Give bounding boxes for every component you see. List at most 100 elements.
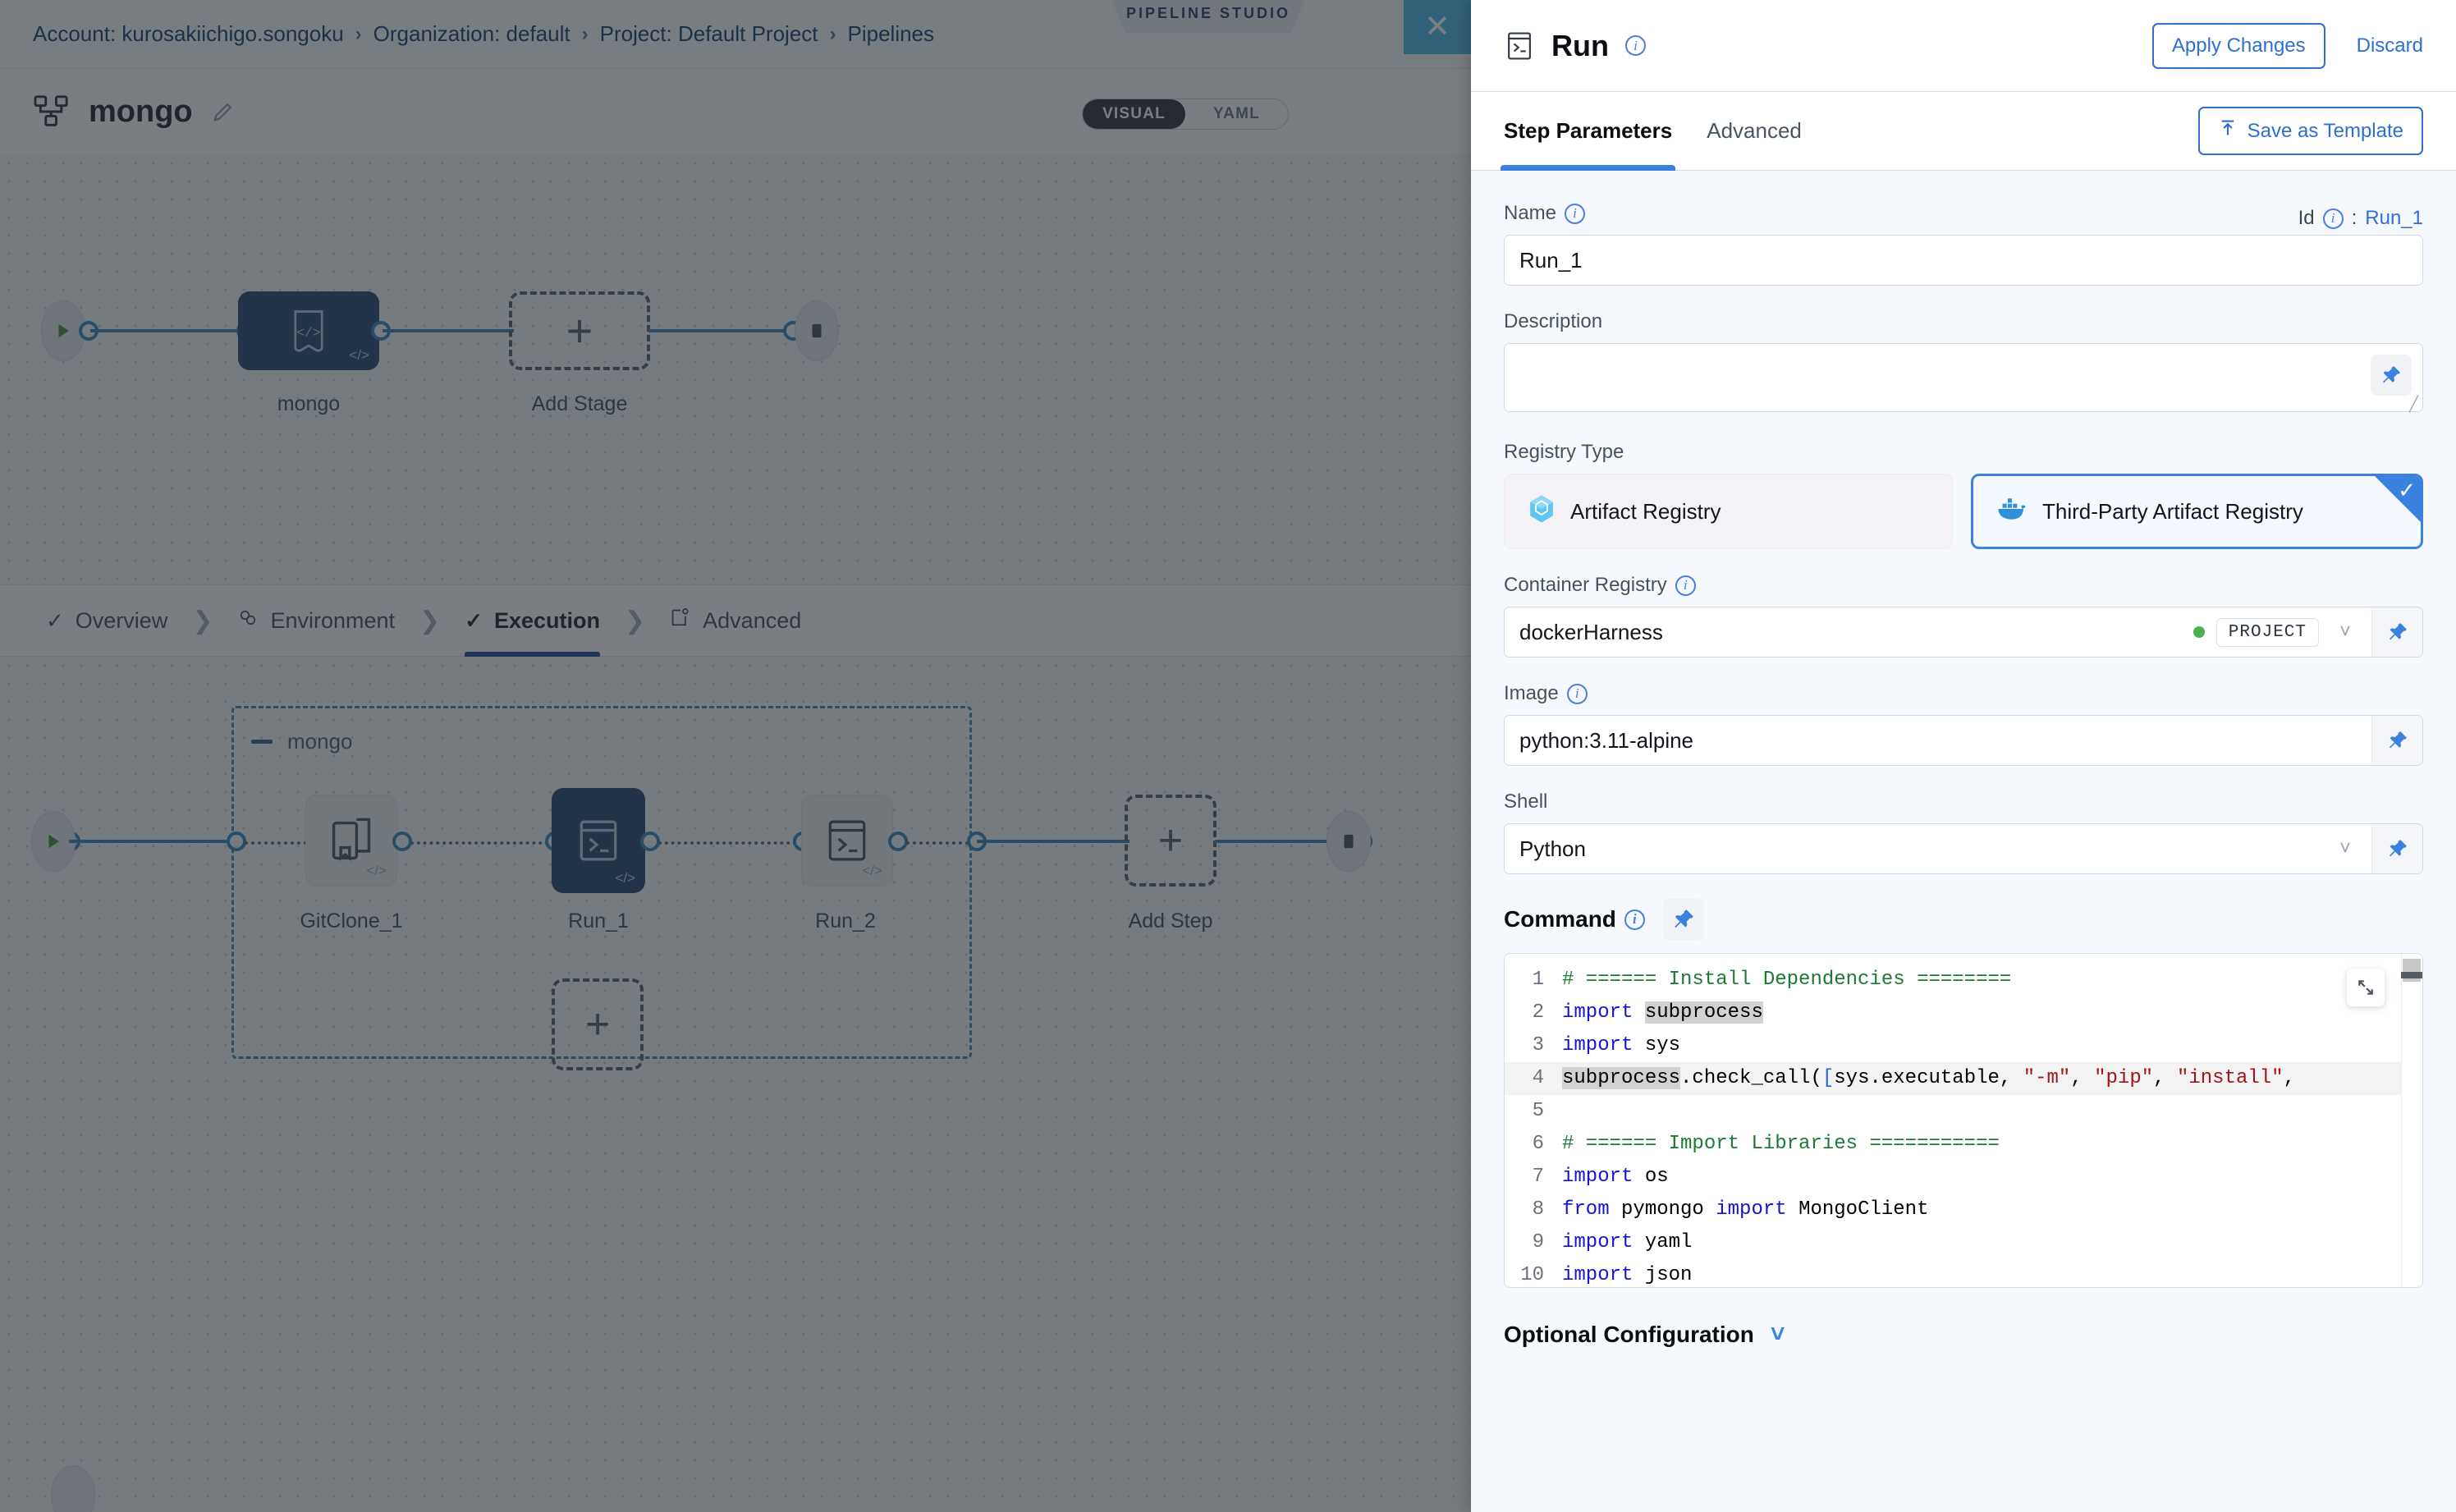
save-as-template-button[interactable]: Save as Template (2197, 107, 2423, 155)
chevron-down-icon[interactable]: ˅ (2339, 837, 2351, 859)
check-icon: ✓ (2398, 478, 2416, 502)
shell-pin-button[interactable] (2371, 824, 2422, 873)
pipeline-studio-badge-label: PIPELINE STUDIO (1125, 5, 1291, 22)
save-as-template-label: Save as Template (2247, 119, 2403, 142)
image-field: python:3.11-alpine (1504, 715, 2423, 766)
breadcrumb-project[interactable]: Project: Default Project (599, 21, 818, 46)
toggle-visual[interactable]: VISUAL (1083, 99, 1185, 129)
code-line-number: 4 (1532, 1067, 1544, 1089)
tab-environment[interactable]: Environment (237, 584, 395, 657)
add-parallel-step-button[interactable]: + (552, 978, 644, 1070)
breadcrumb-pipelines[interactable]: Pipelines (847, 21, 935, 46)
code-line-number: 6 (1532, 1133, 1544, 1155)
panel-tabs: Step Parameters Advanced Save as Templat… (1471, 92, 2456, 171)
container-registry-select[interactable]: dockerHarness PROJECT ˅ (1504, 607, 2423, 657)
toggle-yaml[interactable]: YAML (1213, 105, 1260, 122)
wire-group-to-add-step (977, 840, 1129, 843)
tab-execution[interactable]: ✓ Execution (465, 584, 600, 657)
wire-start-to-group (69, 840, 235, 843)
code-line: 5 (1505, 1095, 2422, 1128)
code-line-text: import yaml (1562, 1231, 1693, 1253)
step-canvas: mongo </> (0, 657, 1471, 1512)
step-node-gitclone-1[interactable]: </> (305, 795, 397, 887)
tab-advanced[interactable]: Advanced (1707, 118, 1802, 143)
close-studio-button[interactable]: ✕ (1404, 0, 1471, 54)
registry-option-third-party-artifact-registry-label: Third-Party Artifact Registry (2042, 498, 2303, 524)
name-label-group: Name i (1504, 202, 1586, 225)
add-step-label: Add Step (1128, 909, 1213, 932)
panel-body: Name i Id i : Run_1 Description (1471, 171, 2456, 1512)
id-label: Id (2298, 207, 2315, 229)
editor-scroll-marker (2401, 972, 2422, 978)
pipeline-studio-badge: PIPELINE STUDIO (1110, 0, 1307, 33)
info-icon[interactable]: i (1675, 575, 1696, 596)
chevron-down-icon[interactable]: ˅ (1770, 1321, 1785, 1348)
name-id-row: Name i Id i : Run_1 (1504, 202, 2423, 235)
container-registry-pin-button[interactable] (2371, 607, 2422, 657)
pipeline-icon (33, 95, 71, 128)
registry-option-artifact-registry[interactable]: Artifact Registry (1504, 474, 1953, 549)
docker-icon (1996, 495, 2028, 529)
code-line-text: # ====== Import Libraries =========== (1562, 1133, 2000, 1155)
registry-option-third-party-artifact-registry[interactable]: Third-Party Artifact Registry ✓ (1971, 474, 2423, 549)
shell-select[interactable]: Python ˅ (1504, 823, 2423, 874)
id-value: Run_1 (2365, 207, 2423, 229)
discard-button[interactable]: Discard (2356, 34, 2423, 57)
command-pin-button[interactable] (1662, 899, 1704, 940)
tab-advanced[interactable]: Advanced (670, 584, 801, 657)
description-pin-button[interactable] (2371, 355, 2412, 396)
code-line-text: # ====== Install Dependencies ======== (1562, 969, 2012, 991)
chevron-right-icon: › (581, 22, 589, 45)
command-label: Command (1504, 906, 1616, 932)
info-icon[interactable]: i (1624, 35, 1646, 56)
step-config-panel: Run i Apply Changes Discard Step Paramet… (1471, 0, 2456, 1512)
step-code-badge-icon: </> (366, 863, 387, 878)
step-node-run-2[interactable]: </> (801, 795, 893, 887)
tab-step-parameters[interactable]: Step Parameters (1500, 92, 1676, 171)
add-step-button[interactable]: + (1125, 795, 1217, 887)
stage-node-mongo[interactable]: </> </> (238, 291, 379, 370)
name-input[interactable] (1504, 235, 2423, 286)
command-code-editor[interactable]: 1# ====== Install Dependencies ========2… (1504, 953, 2423, 1288)
step-group-header[interactable]: mongo (251, 729, 353, 754)
expand-editor-button[interactable] (2347, 969, 2385, 1006)
code-line: 6 # ====== Import Libraries =========== (1505, 1128, 2422, 1161)
panel-title: Run (1551, 28, 1609, 62)
info-icon[interactable]: i (1566, 683, 1588, 704)
breadcrumb-organization[interactable]: Organization: default (373, 21, 570, 46)
code-line-text: import os (1562, 1166, 1669, 1188)
registry-type-label: Registry Type (1504, 441, 1624, 463)
view-mode-toggle[interactable]: VISUAL YAML (1082, 99, 1289, 130)
code-line-number: 3 (1532, 1034, 1544, 1056)
breadcrumb-account[interactable]: Account: kurosakiichigo.songoku (33, 21, 344, 46)
add-stage-button[interactable]: + (509, 291, 650, 370)
info-icon[interactable]: i (2322, 208, 2344, 229)
id-separator: : (2351, 207, 2357, 229)
code-line-text: subprocess.check_call([sys.executable, "… (1562, 1067, 2295, 1089)
chevron-down-icon[interactable]: ˅ (2339, 621, 2351, 643)
image-pin-button[interactable] (2371, 716, 2422, 765)
edit-pencil-icon[interactable] (211, 99, 236, 124)
info-icon[interactable]: i (1565, 203, 1586, 224)
code-line-number: 10 (1520, 1264, 1544, 1286)
info-icon[interactable]: i (1624, 909, 1645, 930)
resize-grip-icon[interactable]: ╱ (2409, 396, 2418, 412)
svg-text:</>: </> (296, 326, 320, 341)
stage-canvas: </> </> + mongo Add Stage (0, 154, 1471, 598)
tab-advanced-label: Advanced (703, 607, 802, 633)
page-title: mongo (89, 94, 193, 129)
tab-overview[interactable]: ✓ Overview (46, 584, 167, 657)
check-icon: ✓ (46, 607, 64, 633)
run2-out-port (888, 832, 908, 851)
minus-icon[interactable] (251, 740, 273, 744)
step-node-run-1[interactable]: </> (552, 788, 645, 893)
image-value[interactable]: python:3.11-alpine (1519, 727, 1694, 753)
description-textarea[interactable] (1504, 343, 2423, 412)
apply-changes-button[interactable]: Apply Changes (2151, 22, 2325, 69)
editor-scrollbar[interactable] (2401, 954, 2422, 1287)
scope-indicator: PROJECT (2193, 607, 2319, 657)
code-line-text: from pymongo import MongoClient (1562, 1198, 1929, 1221)
optional-configuration-toggle[interactable]: Optional Configuration ˅ (1504, 1321, 2423, 1349)
